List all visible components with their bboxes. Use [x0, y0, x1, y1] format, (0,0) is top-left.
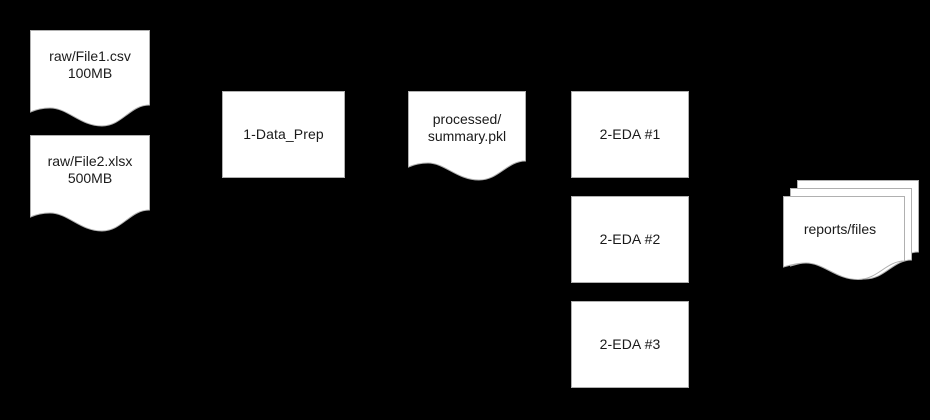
multi-document-shape-icon: [783, 180, 919, 280]
document-shape-icon: [30, 30, 150, 127]
node-processed-output[interactable]: processed/ summary.pkl: [408, 91, 526, 181]
node-eda-2[interactable]: 2-EDA #2: [571, 196, 689, 283]
node-source-file-2[interactable]: raw/File2.xlsx 500MB: [30, 135, 150, 232]
document-shape-icon: [30, 135, 150, 232]
document-shape-icon: [408, 91, 526, 181]
node-source-file-1[interactable]: raw/File1.csv 100MB: [30, 30, 150, 127]
node-eda-3[interactable]: 2-EDA #3: [571, 301, 689, 388]
data-prep-label: 1-Data_Prep: [243, 126, 324, 142]
eda-2-label: 2-EDA #2: [599, 231, 661, 247]
node-data-prep[interactable]: 1-Data_Prep: [222, 91, 345, 178]
eda-1-label: 2-EDA #1: [599, 126, 661, 142]
eda-3-label: 2-EDA #3: [599, 336, 661, 352]
node-reports[interactable]: reports/files: [783, 180, 919, 280]
node-eda-1[interactable]: 2-EDA #1: [571, 91, 689, 178]
